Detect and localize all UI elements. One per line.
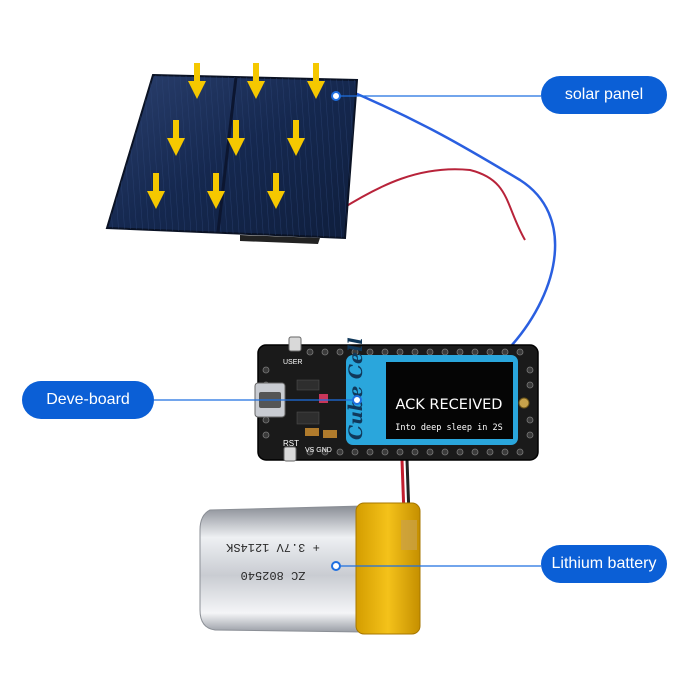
solar-panel-label: solar panel xyxy=(541,76,667,114)
sunlight-arrow-icon xyxy=(227,120,245,156)
sunlight-arrows xyxy=(147,63,325,209)
sunlight-arrow-icon xyxy=(167,120,185,156)
sunlight-arrow-icon xyxy=(287,120,305,156)
oled-screen xyxy=(386,362,513,439)
sunlight-arrow-icon xyxy=(307,63,325,99)
solar-panel-anchor-dot xyxy=(331,91,341,101)
silk-user: USER xyxy=(283,359,302,366)
deve-board-anchor-dot xyxy=(352,395,362,405)
antenna-connector xyxy=(518,397,530,409)
battery-print-line1: + 3.7V 1214SK xyxy=(225,540,319,554)
sunlight-arrow-icon xyxy=(247,63,265,99)
user-button xyxy=(288,336,302,352)
sunlight-arrow-icon xyxy=(188,63,206,99)
oled-line2: Into deep sleep in 2S xyxy=(395,423,502,433)
solar-panel xyxy=(105,73,359,244)
silk-rst: RST xyxy=(283,439,299,448)
sunlight-arrow-icon xyxy=(267,173,285,209)
silk-vs-gnd: VS GND xyxy=(305,447,332,454)
sunlight-arrow-icon xyxy=(207,173,225,209)
dev-board: USER RST VS GND Cube Cell ACK RECEIVED I… xyxy=(254,336,539,462)
deve-board-label: Deve-board xyxy=(22,381,154,419)
lithium-battery-label: Lithium battery xyxy=(541,545,667,583)
battery-cell xyxy=(199,505,363,633)
oled-line1: ACK RECEIVED xyxy=(396,397,503,413)
red-wire xyxy=(339,168,526,241)
battery-anchor-dot xyxy=(331,561,341,571)
sunlight-arrow-icon xyxy=(147,173,165,209)
lithium-battery: + 3.7V 1214SK ZC 802540 xyxy=(199,502,421,635)
blue-wire xyxy=(342,86,557,346)
brand-logo: Cube Cell xyxy=(345,337,367,440)
battery-print-line2: ZC 802540 xyxy=(241,568,306,582)
rst-button xyxy=(283,446,297,462)
